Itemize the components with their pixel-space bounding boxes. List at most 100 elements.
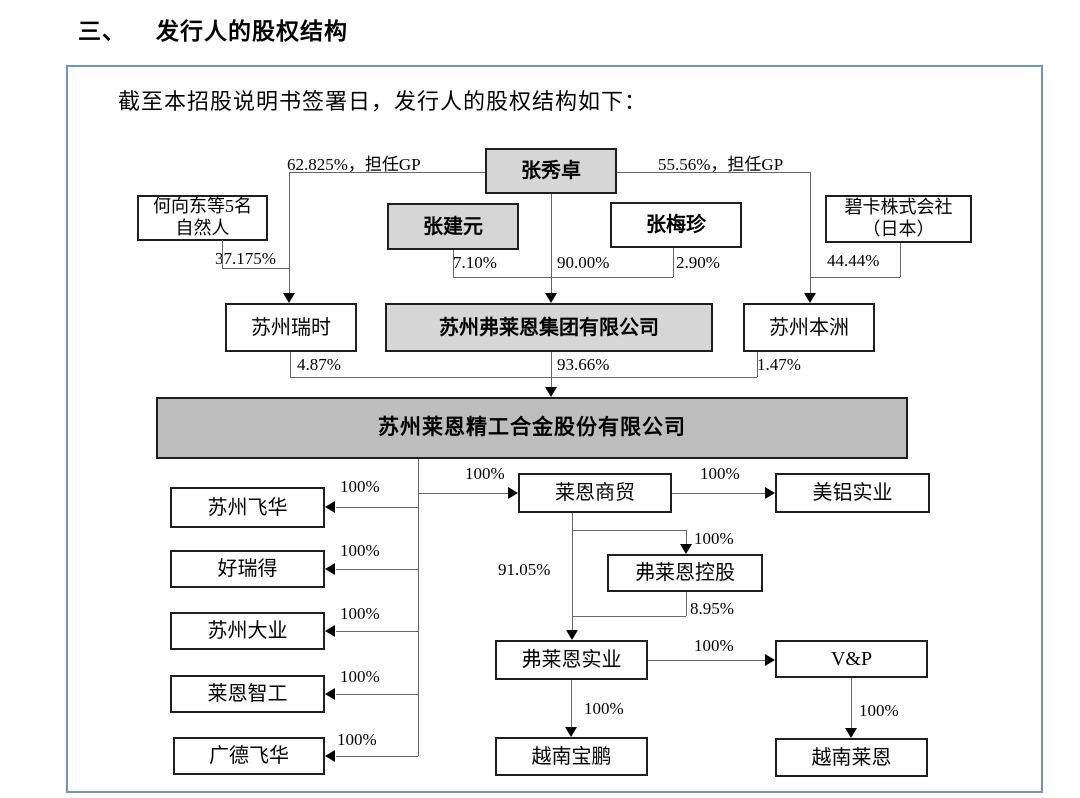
node-zhang-meizhen: 张梅珍 <box>610 202 742 248</box>
node-fulaien-group: 苏州弗莱恩集团有限公司 <box>385 303 713 352</box>
edge-label-ruishi-issuer: 4.87% <box>297 355 341 374</box>
node-label: 苏州莱恩精工合金股份有限公司 <box>378 415 686 440</box>
connector-line <box>336 507 418 508</box>
connector-line <box>289 172 485 173</box>
node-label: 何向东等5名 <box>153 196 252 217</box>
edge-label-vp-laien: 100% <box>859 701 899 720</box>
node-label: 张建元 <box>423 215 483 238</box>
arrowhead-left-icon <box>325 563 335 575</box>
node-laien-zhigong: 莱恩智工 <box>170 675 325 713</box>
connector-line <box>810 277 900 278</box>
arrowhead-left-icon <box>325 625 335 637</box>
connector-line <box>336 631 418 632</box>
edge-label-issuer-haoruide: 100% <box>340 541 380 560</box>
connector-line <box>686 530 687 545</box>
edge-label-shangmao-shiye: 91.05% <box>498 560 551 579</box>
node-label: 弗莱恩实业 <box>521 649 622 671</box>
node-haoruide: 好瑞得 <box>170 550 325 588</box>
connector-line <box>572 616 686 617</box>
connector-line <box>617 172 810 173</box>
node-yuenan-baopeng: 越南宝鹏 <box>495 737 648 776</box>
node-label: 张秀卓 <box>521 160 581 182</box>
node-label: 越南莱恩 <box>811 746 892 769</box>
node-label: 广德飞华 <box>209 745 289 767</box>
node-fulaien-shiye: 弗莱恩实业 <box>495 640 648 680</box>
node-label: 张梅珍 <box>646 214 706 236</box>
node-zhang-jianyuan: 张建元 <box>387 203 519 250</box>
edge-label-shangmao-meilv: 100% <box>700 464 740 483</box>
edge-label-hexiangdong: 37.175% <box>215 249 276 268</box>
arrowhead-down-icon <box>845 728 857 738</box>
connector-line <box>673 248 674 277</box>
arrowhead-down-icon <box>545 293 557 303</box>
edge-label-bika: 44.44% <box>827 251 880 270</box>
connector-line <box>418 493 509 494</box>
node-label: 苏州大业 <box>207 620 288 642</box>
node-bika: 碧卡株式会社（日本） <box>825 195 972 243</box>
connector-line <box>672 493 766 494</box>
connector-line <box>571 680 572 728</box>
edge-label-shiye-vp: 100% <box>694 636 734 655</box>
connector-line <box>418 459 419 756</box>
connector-line <box>851 678 852 729</box>
arrowhead-down-icon <box>283 293 295 303</box>
arrowhead-down-icon <box>680 544 692 554</box>
arrowhead-left-icon <box>325 501 335 513</box>
arrowhead-left-icon <box>325 688 335 700</box>
node-label: 莱恩商贸 <box>555 482 635 504</box>
connector-line <box>222 268 289 269</box>
node-label: 好瑞得 <box>217 558 278 580</box>
node-label: 苏州本洲 <box>769 316 849 339</box>
edge-label-benzhou-issuer: 1.47% <box>757 355 801 374</box>
node-label: 弗莱恩控股 <box>635 562 735 584</box>
connector-line <box>572 530 686 531</box>
connector-line <box>453 277 551 278</box>
edge-label-issuer-feihua: 100% <box>340 477 380 496</box>
node-label: 苏州瑞时 <box>251 316 331 339</box>
arrowhead-right-icon <box>765 487 775 499</box>
connector-line <box>453 250 454 277</box>
connector-line <box>222 240 223 268</box>
connector-line <box>757 352 758 377</box>
connector-line <box>551 277 673 278</box>
section-heading: 三、 发行人的股权结构 <box>78 12 348 46</box>
node-zhang-xiuzhuo: 张秀卓 <box>485 148 617 194</box>
arrowhead-left-icon <box>325 750 335 762</box>
edge-label-shangmao-konggu: 100% <box>694 529 734 548</box>
arrowhead-down-icon <box>545 387 557 397</box>
connector-line <box>290 352 291 377</box>
connector-line <box>551 352 552 388</box>
connector-line <box>572 513 573 631</box>
node-suzhou-ruishi: 苏州瑞时 <box>225 303 357 352</box>
edge-label-issuer-guangde: 100% <box>337 730 377 749</box>
edge-label-jianyuan: 7.10% <box>453 253 497 272</box>
node-guangde-feihua: 广德飞华 <box>173 737 325 775</box>
edge-label-xiuzhuo-group: 90.00% <box>557 253 610 272</box>
connector-line <box>336 756 418 757</box>
connector-line <box>336 569 418 570</box>
node-meilv-shiye: 美铝实业 <box>775 473 930 513</box>
connector-line <box>290 377 551 378</box>
node-label: 苏州飞华 <box>207 496 288 519</box>
node-issuer: 苏州莱恩精工合金股份有限公司 <box>156 397 908 459</box>
node-label: （日本） <box>862 219 935 239</box>
node-label: 自然人 <box>175 218 230 238</box>
arrowhead-right-icon <box>508 487 518 499</box>
connector-line <box>336 694 418 695</box>
connector-line <box>810 172 811 294</box>
node-label: 苏州弗莱恩集团有限公司 <box>439 316 659 339</box>
intro-text: 截至本招股说明书签署日，发行人的股权结构如下： <box>118 89 648 114</box>
connector-line <box>551 194 552 294</box>
node-vp: V&P <box>775 640 928 678</box>
node-label: V&P <box>830 648 873 670</box>
edge-label-xiuzhuo-ruishi: 62.825%，担任GP <box>287 155 421 174</box>
connector-line <box>648 660 766 661</box>
connector-line <box>551 377 757 378</box>
node-he-xiangdong: 何向东等5名自然人 <box>137 195 268 241</box>
connector-line <box>900 243 901 277</box>
section-title: 发行人的股权结构 <box>156 19 348 44</box>
edge-label-shiye-baopeng: 100% <box>584 699 624 718</box>
node-label: 碧卡株式会社 <box>844 197 953 218</box>
arrowhead-down-icon <box>565 727 577 737</box>
